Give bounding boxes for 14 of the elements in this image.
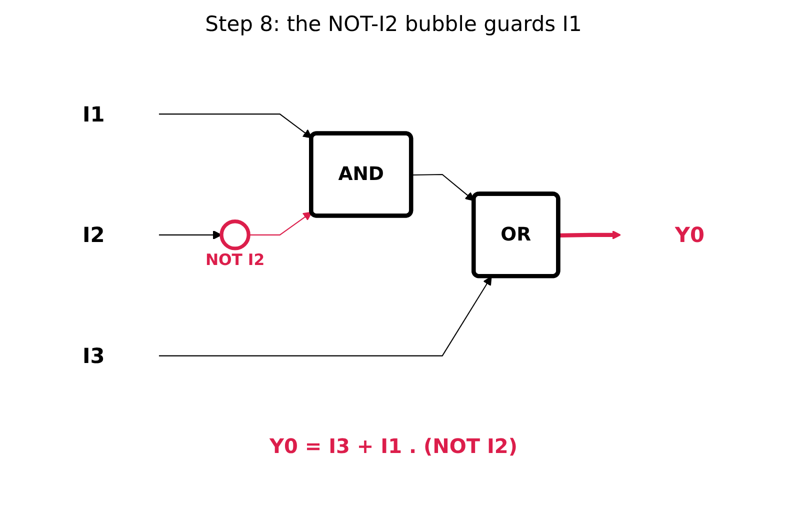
arrow (158, 276, 492, 356)
diagram-title: Step 8: the NOT-I2 bubble guards I1 (205, 12, 582, 36)
arrow (158, 230, 222, 240)
arrow (158, 114, 312, 138)
node-text: Y0 (674, 222, 704, 248)
node-text: I2 (82, 222, 105, 248)
node-text: I3 (82, 343, 105, 368)
arrow (412, 174, 475, 202)
node-text: I1 (82, 102, 105, 127)
note-text: Y0 = I3 + I1 . (NOT I2) (270, 434, 518, 458)
arrow (558, 230, 622, 240)
arrow (248, 212, 312, 236)
node-circle (220, 220, 250, 250)
node-caption: NOT I2 (206, 251, 265, 270)
